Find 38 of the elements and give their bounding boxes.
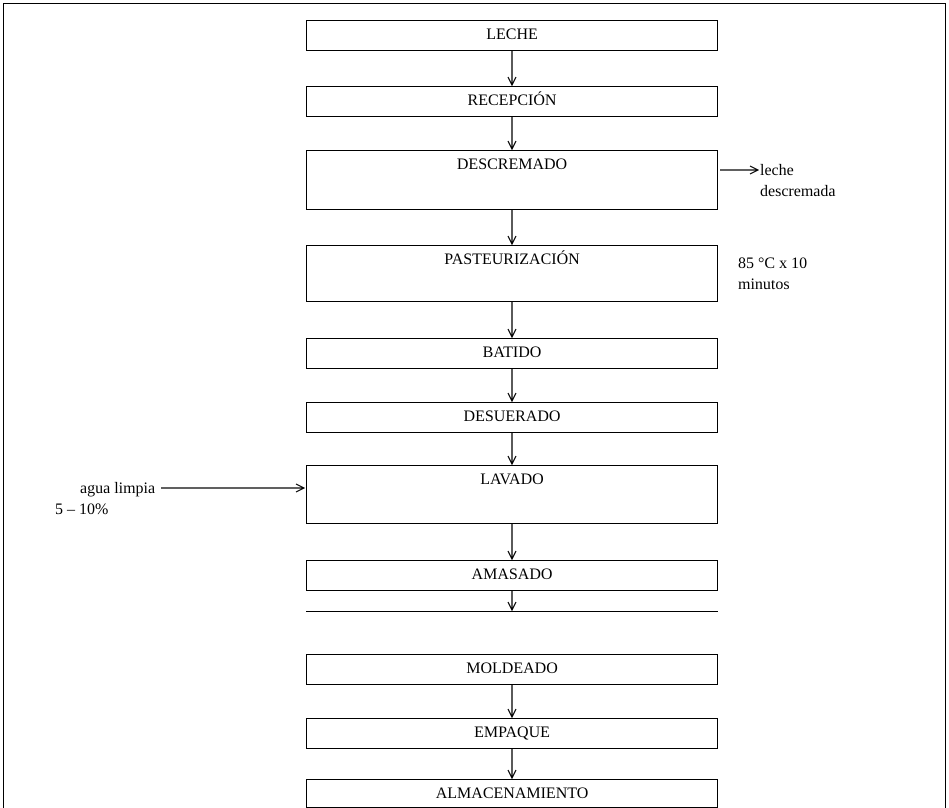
process-box xyxy=(306,245,718,302)
arrow xyxy=(507,433,517,465)
arrow xyxy=(507,749,517,779)
step-label: AMASADO xyxy=(472,565,552,585)
step-label: ALMACENAMIENTO xyxy=(436,784,588,804)
process-box xyxy=(306,465,718,524)
process-box xyxy=(306,402,718,433)
separator-line xyxy=(306,611,718,612)
arrow xyxy=(720,165,759,175)
step-label: LAVADO xyxy=(480,470,544,490)
side-note: leche descremada xyxy=(760,160,860,202)
process-box xyxy=(306,86,718,117)
process-box xyxy=(306,654,718,685)
arrow xyxy=(507,591,517,611)
arrow xyxy=(507,51,517,86)
process-box xyxy=(306,150,718,210)
arrow xyxy=(507,685,517,718)
step-label: RECEPCIÓN xyxy=(468,91,556,111)
step-label: EMPAQUE xyxy=(474,723,550,743)
arrow xyxy=(507,117,517,150)
step-label: MOLDEADO xyxy=(466,659,558,679)
side-note: 85 °C x 10 minutos xyxy=(738,254,808,295)
process-box xyxy=(306,20,718,51)
process-box xyxy=(306,338,718,369)
arrow xyxy=(507,524,517,560)
side-note: agua limpia 5 – 10% xyxy=(55,478,159,520)
arrow xyxy=(507,302,517,338)
step-label: PASTEURIZACIÓN xyxy=(444,250,580,270)
process-box xyxy=(306,718,718,749)
process-box xyxy=(306,560,718,591)
arrow xyxy=(161,483,305,493)
arrow xyxy=(507,369,517,402)
process-box xyxy=(306,779,718,808)
step-label: DESUERADO xyxy=(464,407,560,427)
step-label: DESCREMADO xyxy=(456,155,568,175)
step-label: LECHE xyxy=(486,25,538,45)
arrow xyxy=(507,210,517,245)
step-label: BATIDO xyxy=(482,343,542,363)
